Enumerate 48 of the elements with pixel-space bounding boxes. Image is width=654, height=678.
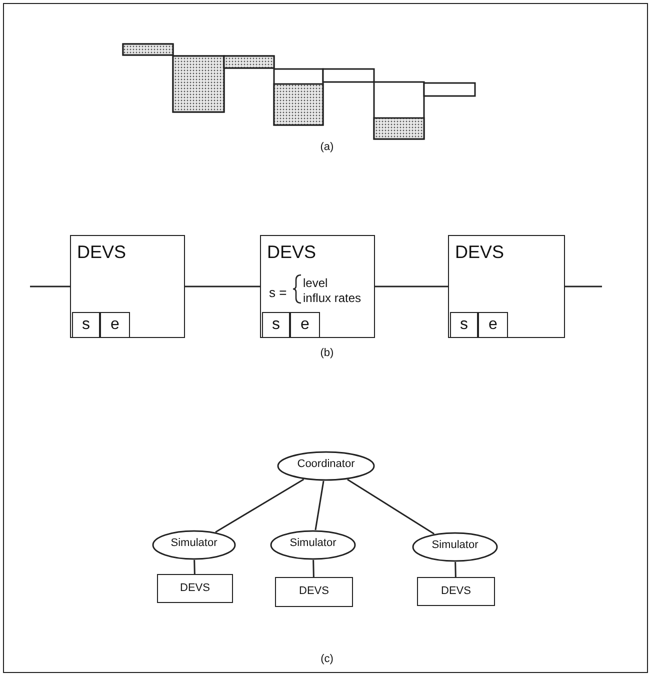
node-label: Simulator xyxy=(288,538,338,549)
connector-line xyxy=(314,480,324,530)
process-ellipse xyxy=(412,532,498,562)
state-component: influx rates xyxy=(303,292,362,304)
connector-line xyxy=(215,478,304,533)
process-ellipse xyxy=(270,530,356,560)
block-title: DEVS xyxy=(455,243,504,261)
node-label: Coordinator xyxy=(296,459,356,470)
cell-label: s xyxy=(459,316,469,332)
block-title: DEVS xyxy=(77,243,126,261)
model-box xyxy=(417,577,495,606)
cell-label: s xyxy=(81,316,91,332)
connector-line xyxy=(312,560,314,578)
connector-line xyxy=(565,286,602,288)
node-label: Simulator xyxy=(170,538,218,549)
cell-label: e xyxy=(300,316,310,332)
panel-caption: (c) xyxy=(320,654,334,665)
connector-line xyxy=(194,560,196,574)
state-cell xyxy=(100,312,130,338)
devs-block xyxy=(448,235,565,338)
state-cell xyxy=(450,312,478,338)
block-title: DEVS xyxy=(267,243,316,261)
model-box xyxy=(275,577,353,607)
cell-label: e xyxy=(488,316,498,332)
connector-line xyxy=(185,286,260,288)
node-label: DEVS xyxy=(179,582,211,594)
connector-line xyxy=(30,286,70,288)
panel-caption: (b) xyxy=(319,348,335,359)
panel-caption: (a) xyxy=(319,142,335,153)
connector-line xyxy=(375,286,448,288)
state-cell xyxy=(478,312,508,338)
state-cell xyxy=(262,312,290,338)
connector-line xyxy=(454,562,456,578)
state-cell xyxy=(72,312,100,338)
process-ellipse xyxy=(277,451,375,481)
state-cell xyxy=(290,312,320,338)
model-box xyxy=(157,574,233,603)
state-formula: s = xyxy=(269,286,287,299)
node-label: DEVS xyxy=(440,586,472,596)
cell-label: s xyxy=(271,316,281,332)
state-component: level xyxy=(303,277,328,289)
process-ellipse xyxy=(152,530,236,560)
node-label: DEVS xyxy=(298,586,330,597)
devs-block xyxy=(260,235,375,338)
devs-block xyxy=(70,235,185,338)
cell-label: e xyxy=(110,316,120,332)
connector-line xyxy=(347,478,435,535)
node-label: Simulator xyxy=(430,540,480,551)
